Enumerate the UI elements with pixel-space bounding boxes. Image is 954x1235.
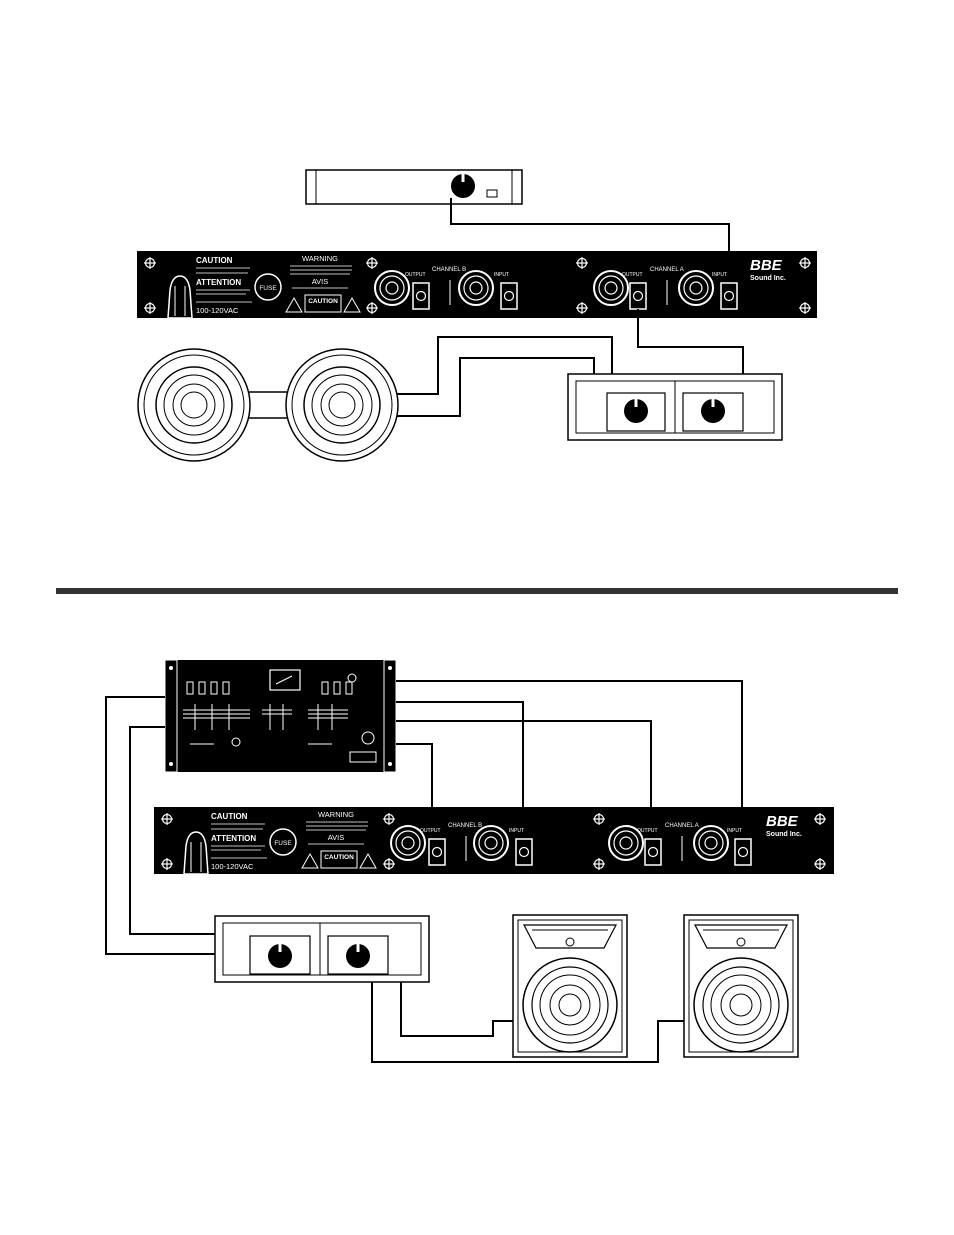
- warning-heading: WARNING: [318, 810, 354, 819]
- source-indicator-icon: [487, 190, 497, 197]
- channel-b-label: CHANNEL B: [448, 823, 482, 829]
- output-label-b: OUTPUT: [405, 272, 426, 278]
- output-label-a: OUTPUT: [622, 272, 643, 278]
- attention-heading: ATTENTION: [211, 834, 256, 843]
- fuse-label: FUSE: [274, 840, 292, 847]
- channel-b-label: CHANNEL B: [432, 267, 466, 273]
- channel-a-label: CHANNEL A: [650, 267, 684, 273]
- attention-heading: ATTENTION: [196, 278, 241, 287]
- fuse-holder: FUSE: [270, 829, 296, 855]
- brand-sub: Sound Inc.: [766, 831, 802, 838]
- speaker-pair: [138, 349, 398, 461]
- caution-heading: CAUTION: [196, 256, 233, 265]
- avis-heading: AVIS: [328, 833, 345, 842]
- amp-knob-b-icon: [701, 399, 725, 423]
- speaker-cabinet-left-icon: [513, 915, 627, 1057]
- channel-b-output-xlr[interactable]: [375, 271, 409, 305]
- source-knob-icon: [451, 174, 475, 198]
- amp-knob-a-icon: [268, 944, 292, 968]
- processor-rear-panel: CAUTION ATTENTION 100-120VAC FUSE WARNIN…: [137, 251, 817, 318]
- channel-a-input-jack[interactable]: [721, 283, 737, 309]
- speaker-left-icon: [138, 349, 250, 461]
- source-unit: [306, 170, 522, 204]
- speaker-right-icon: [286, 349, 398, 461]
- section-divider: [56, 588, 898, 594]
- input-label-a: INPUT: [712, 272, 727, 278]
- input-label-a: INPUT: [727, 828, 742, 834]
- cable-speaker-b: [397, 358, 594, 416]
- processor-rear-panel: CAUTION ATTENTION 100-120VAC FUSE WARNIN…: [154, 807, 834, 874]
- cable-output-a-to-amp: [638, 309, 743, 378]
- channel-b-output-jack[interactable]: [429, 839, 445, 865]
- channel-a-input-xlr[interactable]: [679, 271, 713, 305]
- avis-heading: AVIS: [312, 277, 329, 286]
- lower-diagram: CAUTION ATTENTION 100-120VAC FUSE WARNIN…: [106, 660, 834, 1062]
- voltage-label: 100-120VAC: [196, 306, 239, 315]
- caution-heading: CAUTION: [211, 812, 248, 821]
- channel-a-label: CHANNEL A: [665, 823, 699, 829]
- brand-logo: BBE: [766, 813, 799, 830]
- channel-b-output-jack[interactable]: [413, 283, 429, 309]
- power-amplifier: [215, 916, 429, 982]
- fuse-label: FUSE: [259, 285, 277, 292]
- warning-heading: WARNING: [302, 254, 338, 263]
- channel-a-input-jack[interactable]: [735, 839, 751, 865]
- output-label-b: OUTPUT: [420, 828, 441, 834]
- channel-a-output-jack[interactable]: [630, 283, 646, 309]
- power-cord-icon: [184, 832, 208, 874]
- caution-badge-label: CAUTION: [324, 854, 354, 861]
- power-amplifier: [568, 374, 782, 440]
- channel-b-input-xlr[interactable]: [459, 271, 493, 305]
- upper-diagram: CAUTION ATTENTION 100-120VAC FUSE WARNIN…: [137, 170, 817, 461]
- amp-knob-a-icon: [624, 399, 648, 423]
- brand-logo: BBE: [750, 257, 783, 274]
- amp-knob-b-icon: [346, 944, 370, 968]
- channel-a-input-xlr[interactable]: [694, 826, 728, 860]
- channel-b-input-xlr[interactable]: [474, 826, 508, 860]
- input-label-b: INPUT: [509, 828, 524, 834]
- channel-b-input-jack[interactable]: [501, 283, 517, 309]
- mixing-console: [165, 660, 396, 772]
- speaker-cabinet-right-icon: [684, 915, 798, 1057]
- brand-sub: Sound Inc.: [750, 275, 786, 282]
- voltage-label: 100-120VAC: [211, 862, 254, 871]
- output-label-a: OUTPUT: [637, 828, 658, 834]
- power-cord-icon: [168, 276, 192, 318]
- cable-amp-to-cabinet-left: [401, 982, 513, 1036]
- channel-a-output-jack[interactable]: [645, 839, 661, 865]
- fuse-holder: FUSE: [255, 274, 281, 300]
- channel-b-input-jack[interactable]: [516, 839, 532, 865]
- input-label-b: INPUT: [494, 272, 509, 278]
- caution-badge-label: CAUTION: [308, 298, 338, 305]
